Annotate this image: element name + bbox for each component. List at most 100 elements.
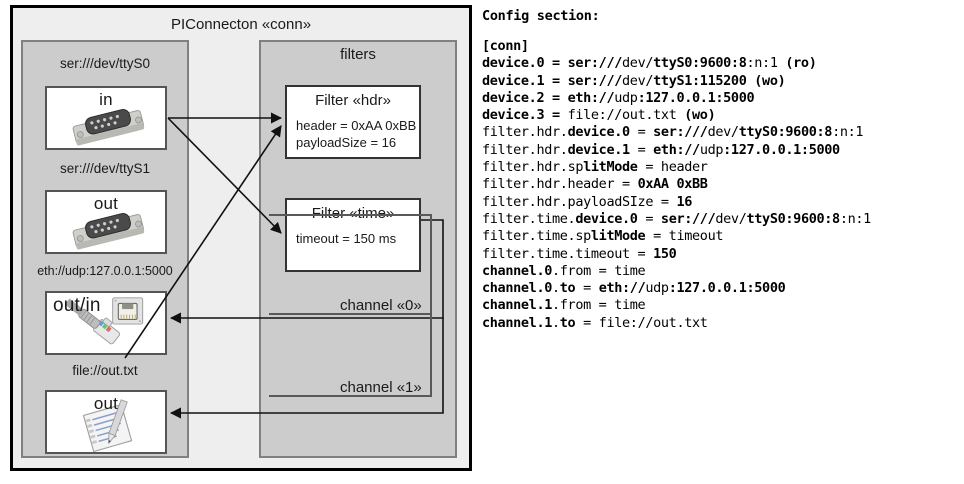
- config-text: [conn]device.0 = ser:///dev/ttyS0:9600:8…: [482, 38, 960, 332]
- config-token: filter.hdr.: [482, 159, 568, 176]
- config-token: 150: [653, 245, 677, 262]
- config-line: [conn]: [482, 38, 960, 55]
- config-token: =: [629, 141, 654, 158]
- config-token: :n:1: [839, 210, 871, 227]
- config-token: litMode: [583, 159, 638, 176]
- config-token: to: [559, 314, 576, 331]
- config-token: filter.hdr.header =: [482, 176, 638, 193]
- device-box-2[interactable]: out/in: [45, 291, 167, 355]
- config-line: filter.time.timeout = 150: [482, 246, 960, 263]
- channel-label-1: channel «1»: [340, 379, 422, 396]
- config-token: .from = time: [552, 262, 646, 279]
- device-box-0[interactable]: in: [45, 86, 167, 150]
- device-direction-2: out/in: [53, 295, 101, 316]
- config-token: filter.hdr.: [482, 124, 568, 141]
- config-token: (wo): [684, 107, 716, 124]
- config-section: Config section: [conn]device.0 = ser:///…: [482, 8, 960, 332]
- config-token: device.1: [567, 141, 631, 158]
- config-token: ttyS0:9600:8: [738, 124, 833, 141]
- config-line: filter.hdr.splitMode = header: [482, 159, 960, 176]
- config-line: device.1 = ser:///dev/ttyS1:115200 (wo): [482, 73, 960, 90]
- config-token: file://: [567, 107, 623, 124]
- config-token: :n:1: [746, 55, 786, 72]
- config-token: :127.0.0.1:5000: [668, 280, 786, 297]
- filter-prop: header = 0xAA 0xBB: [296, 118, 417, 133]
- config-token: ser:///: [567, 55, 623, 72]
- config-token: .from = time: [552, 297, 646, 314]
- device-label-2: eth://udp:127.0.0.1:5000: [37, 264, 173, 278]
- config-line: filter.hdr.payloadSIze = 16: [482, 194, 960, 211]
- config-token: [conn]: [482, 38, 529, 54]
- device-label-3: file://out.txt: [72, 363, 138, 378]
- config-token: device.0: [567, 124, 631, 141]
- channel-label-0: channel «0»: [340, 297, 422, 314]
- device-direction-3: out: [93, 394, 119, 413]
- config-token: eth://: [653, 141, 700, 158]
- device-direction-1: out: [93, 194, 119, 213]
- config-token: ser:///: [567, 72, 623, 89]
- device-label-1: ser:///dev/ttyS1: [59, 161, 151, 176]
- filter-props-time: timeout = 150 ms: [296, 230, 396, 247]
- config-line: device.2 = eth://udp:127.0.0.1:5000: [482, 90, 960, 107]
- config-token: ttyS0:9600:8: [653, 55, 747, 72]
- config-token: to: [559, 280, 576, 297]
- filter-card-hdr[interactable]: Filter «hdr» header = 0xAA 0xBB payloadS…: [285, 85, 421, 159]
- config-token: ttyS1:115200: [653, 72, 755, 89]
- config-token: ser:///: [660, 210, 716, 227]
- config-token: sp: [567, 159, 584, 176]
- config-token: :127.0.0.1:5000: [637, 89, 755, 106]
- config-token: device.2 =: [482, 89, 568, 106]
- config-token: device.1 =: [482, 72, 568, 89]
- config-line: channel.1.from = time: [482, 297, 960, 314]
- config-token: (ro): [785, 55, 817, 72]
- config-token: dev/: [707, 124, 739, 141]
- config-token: filter.time.timeout =: [482, 245, 654, 262]
- config-line: filter.hdr.header = 0xAA 0xBB: [482, 176, 960, 193]
- config-line: channel.0.from = time: [482, 263, 960, 280]
- filter-card-time[interactable]: Filter «time» timeout = 150 ms: [285, 198, 421, 272]
- config-token: .: [552, 280, 560, 297]
- config-token: = header: [637, 159, 708, 176]
- config-token: .: [552, 314, 560, 331]
- filters-panel-title: filters: [340, 46, 376, 63]
- config-token: ser:///: [653, 124, 708, 141]
- config-token: channel.1: [482, 297, 552, 314]
- filter-title-hdr: Filter «hdr»: [315, 92, 391, 109]
- config-line: filter.hdr.device.0 = ser:///dev/ttyS0:9…: [482, 124, 960, 141]
- config-token: =: [575, 280, 599, 297]
- config-token: (wo): [754, 72, 786, 89]
- device-direction-0: in: [99, 90, 113, 109]
- config-token: filter.hdr.payloadSIze =: [482, 193, 677, 210]
- device-box-1[interactable]: out: [45, 190, 167, 254]
- config-token: channel.1: [482, 314, 552, 331]
- config-token: udp: [614, 89, 638, 106]
- config-token: filter.hdr.: [482, 141, 568, 158]
- config-token: dev/: [715, 210, 747, 227]
- config-token: filter.time.: [482, 210, 576, 227]
- config-token: dev/: [622, 72, 654, 89]
- filter-title-time: Filter «time»: [311, 205, 395, 222]
- config-token: out: [622, 107, 646, 124]
- config-token: channel.0: [482, 262, 552, 279]
- config-token: filter.time.sp: [482, 228, 591, 245]
- config-token: device.0: [575, 210, 638, 227]
- config-line: device.0 = ser:///dev/ttyS0:9600:8:n:1 (…: [482, 55, 960, 72]
- config-line: filter.time.splitMode = timeout: [482, 228, 960, 245]
- config-token: = file://out.txt: [575, 314, 708, 331]
- config-heading: Config section:: [482, 8, 600, 24]
- config-line: filter.hdr.device.1 = eth://udp:127.0.0.…: [482, 142, 960, 159]
- config-token: ttyS0:9600:8: [746, 210, 841, 227]
- config-line: channel.1.to = file://out.txt: [482, 315, 960, 332]
- filter-prop: timeout = 150 ms: [296, 231, 397, 246]
- config-token: =: [637, 210, 661, 227]
- document-pen-icon: [47, 392, 165, 452]
- connector-diagram: PIConnecton «conn» ser:///dev/ttyS0 in: [10, 5, 472, 471]
- config-token: udp: [645, 280, 669, 297]
- filter-props-hdr: header = 0xAA 0xBB payloadSize = 16: [296, 117, 416, 151]
- device-box-3[interactable]: out: [45, 390, 167, 454]
- config-token: 16: [676, 193, 693, 210]
- config-token: 0xAA 0xBB: [637, 176, 708, 193]
- config-token: eth://: [567, 89, 615, 106]
- config-line: filter.time.device.0 = ser:///dev/ttyS0:…: [482, 211, 960, 228]
- config-token: device.0 =: [482, 55, 568, 72]
